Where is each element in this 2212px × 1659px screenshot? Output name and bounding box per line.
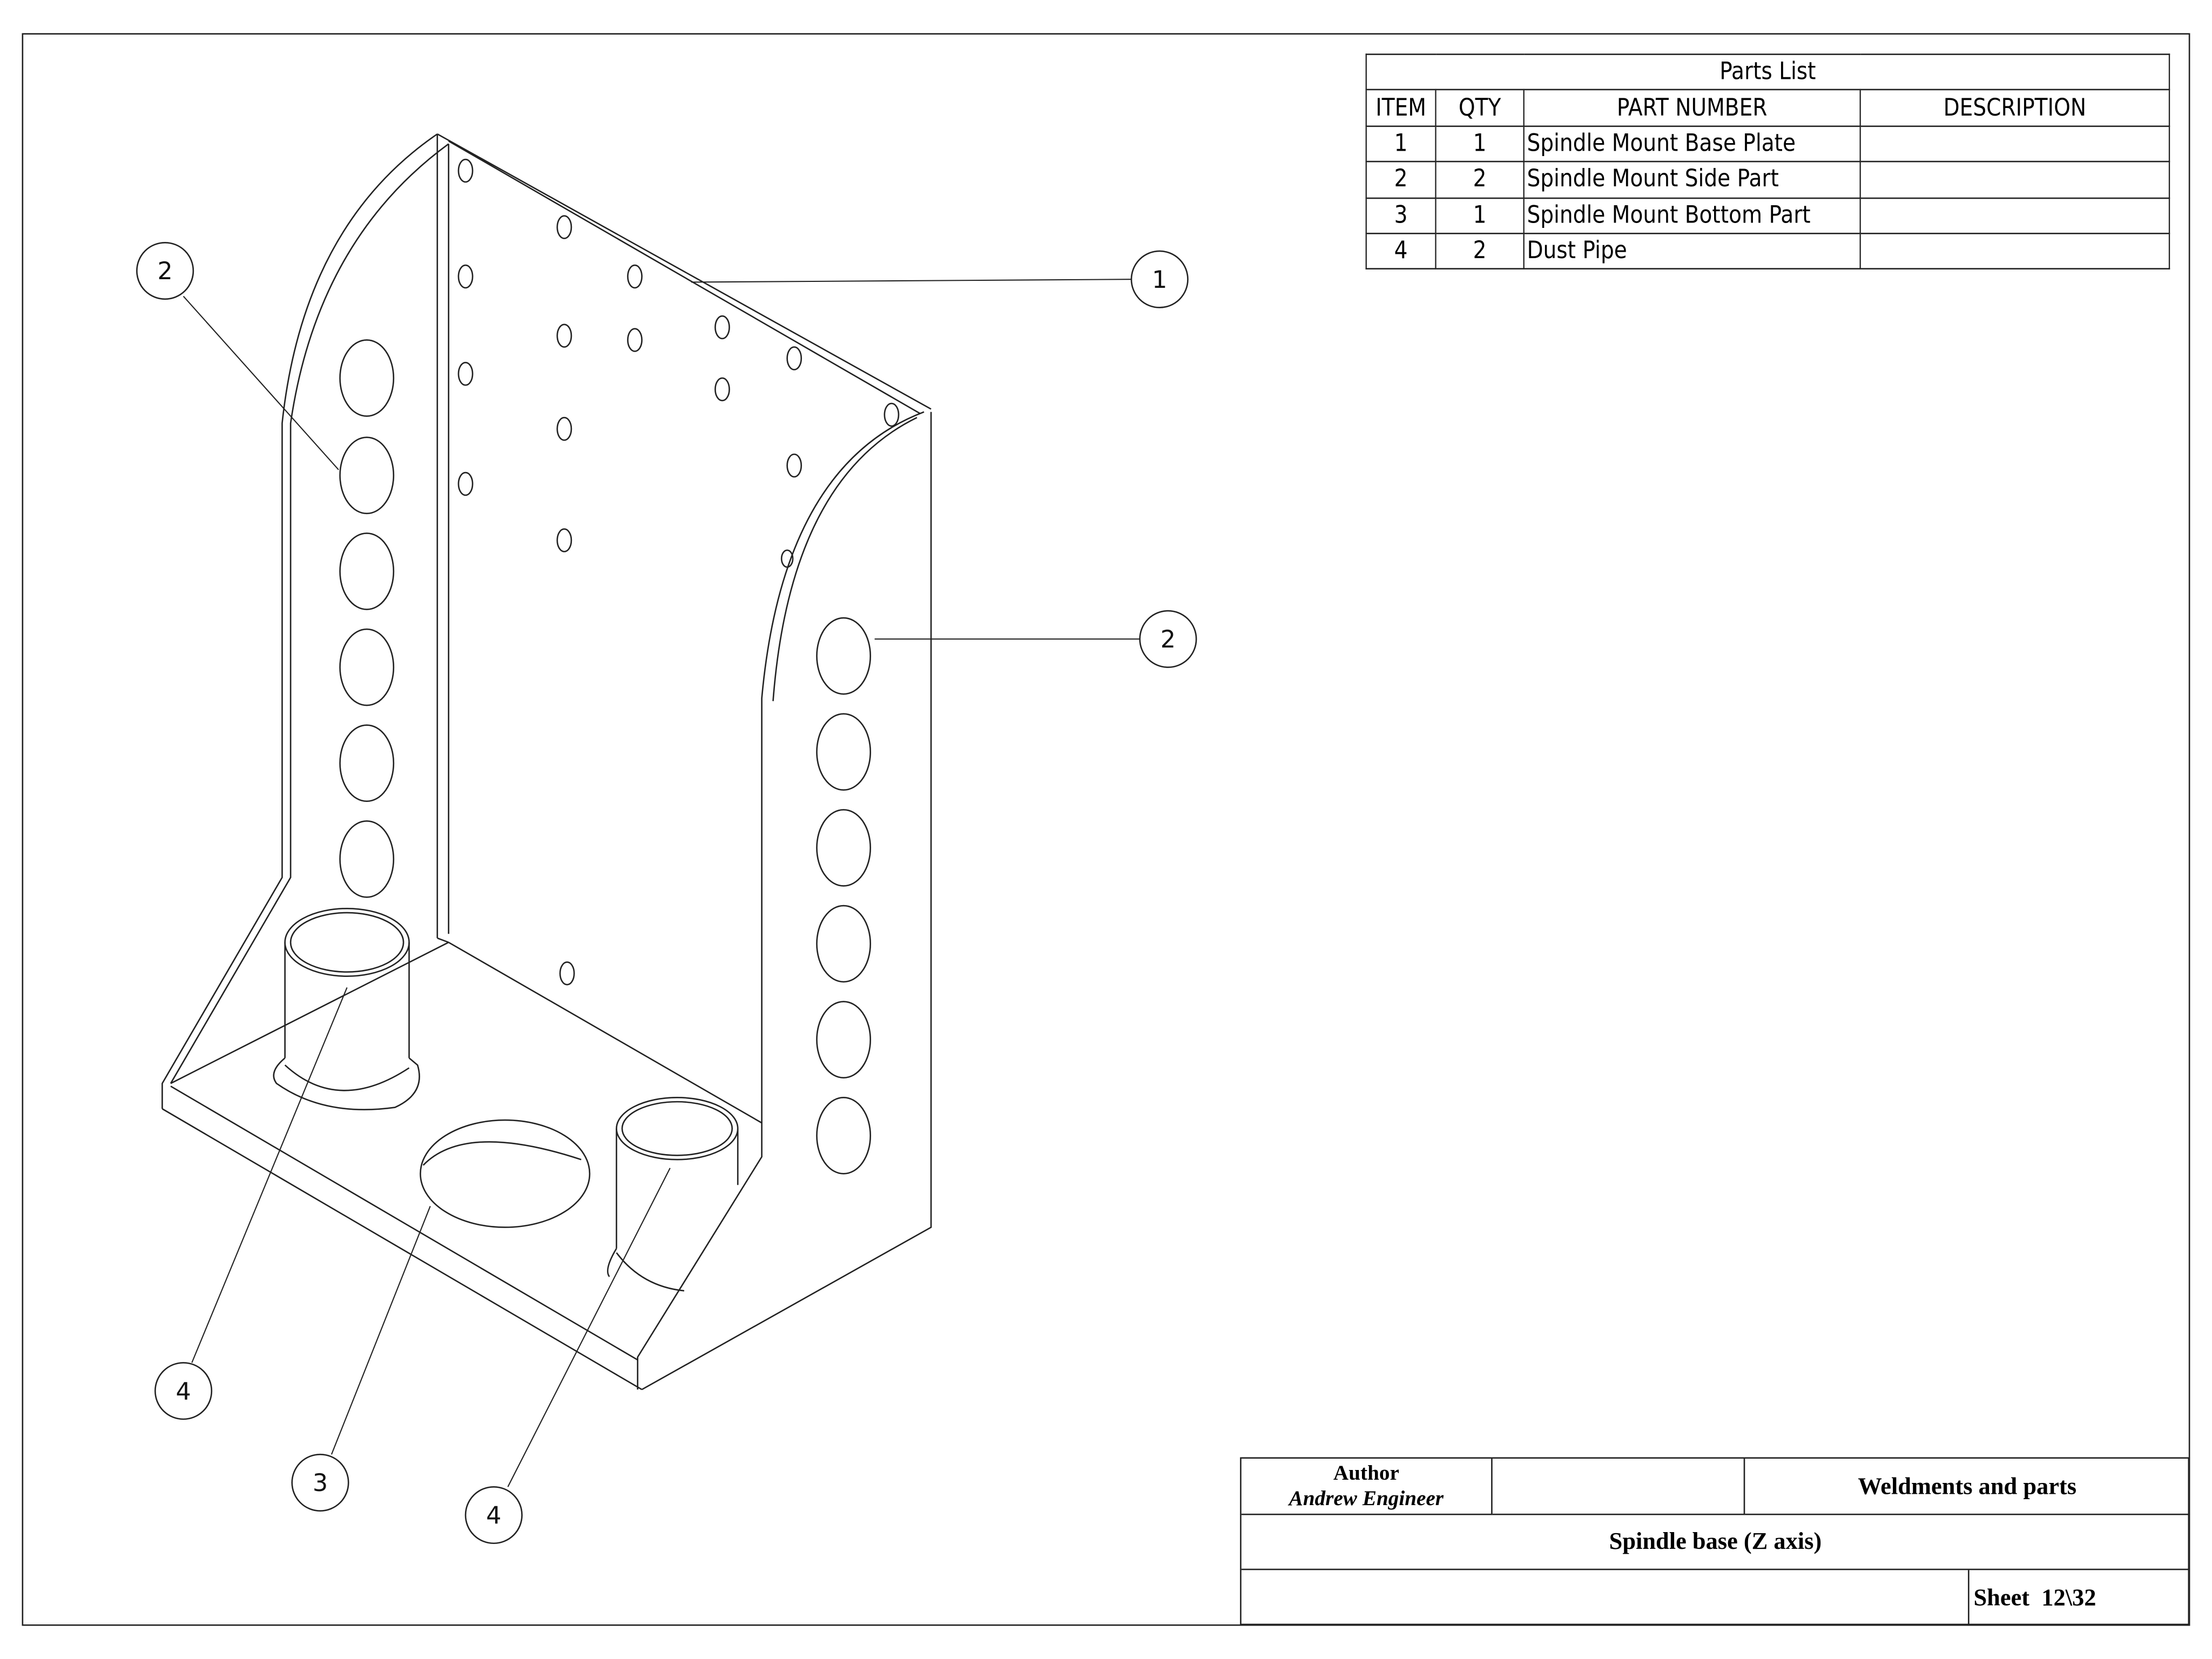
cell-description (1859, 125, 2170, 163)
header-qty: QTY (1435, 89, 1525, 127)
balloon-1 (1130, 250, 1189, 308)
category: Weldments and parts (1745, 1459, 2190, 1515)
header-description: DESCRIPTION (1859, 89, 2170, 127)
sheet-border (22, 33, 2190, 1626)
dust-pipe-right (607, 1096, 739, 1292)
parts-list-table: Parts List ITEM QTY PART NUMBER DESCRIPT… (1365, 53, 2170, 270)
drawing-title: Spindle base (Z axis) (1241, 1515, 2190, 1570)
cell-description (1859, 232, 2170, 270)
cell-part-number: Spindle Mount Side Part (1523, 161, 1861, 199)
balloon-label: 4 (486, 1502, 501, 1529)
author-cell: Author Andrew Engineer (1241, 1459, 1493, 1515)
balloon-circles (136, 241, 1197, 1545)
cell-description (1859, 197, 2170, 234)
cell-description (1859, 161, 2170, 199)
cell-part-number: Dust Pipe (1523, 232, 1861, 270)
cell-item: 4 (1365, 232, 1437, 270)
balloon-2-right (1139, 610, 1197, 668)
cell-qty: 2 (1435, 161, 1525, 199)
cell-qty: 1 (1435, 125, 1525, 163)
dust-pipe-left (273, 907, 420, 1110)
balloon-label: 4 (176, 1378, 191, 1405)
balloon-label: 2 (1161, 626, 1176, 653)
cell-item: 3 (1365, 197, 1437, 234)
blank-cell (1492, 1459, 1745, 1515)
side-holes-left (339, 339, 395, 898)
author-name: Andrew Engineer (1289, 1487, 1444, 1510)
balloon-2-left (136, 241, 194, 300)
parts-list-title: Parts List (1365, 53, 2170, 91)
title-block: Author Andrew Engineer Weldments and par… (1240, 1457, 2190, 1626)
cell-part-number: Spindle Mount Base Plate (1523, 125, 1861, 163)
balloon-label: 2 (158, 258, 173, 285)
header-item: ITEM (1365, 89, 1437, 127)
cell-item: 2 (1365, 161, 1437, 199)
leader-lines (183, 279, 1140, 1487)
balloon-4-right (464, 1486, 523, 1545)
cell-item: 1 (1365, 125, 1437, 163)
cell-qty: 1 (1435, 197, 1525, 234)
sheet-number: Sheet 12\32 (1968, 1570, 2189, 1626)
bottom-hole (420, 1119, 591, 1228)
balloon-4-left (154, 1362, 213, 1420)
cell-part-number: Spindle Mount Bottom Part (1523, 197, 1861, 234)
balloon-label: 3 (313, 1469, 328, 1497)
author-label: Author (1333, 1462, 1399, 1485)
mounting-holes (457, 158, 900, 986)
header-part-number: PART NUMBER (1523, 89, 1861, 127)
spindle-base-assembly (161, 133, 932, 1391)
balloon-label: 1 (1152, 266, 1167, 294)
side-holes-right (816, 617, 872, 1175)
balloon-3 (291, 1453, 349, 1512)
cell-qty: 2 (1435, 232, 1525, 270)
